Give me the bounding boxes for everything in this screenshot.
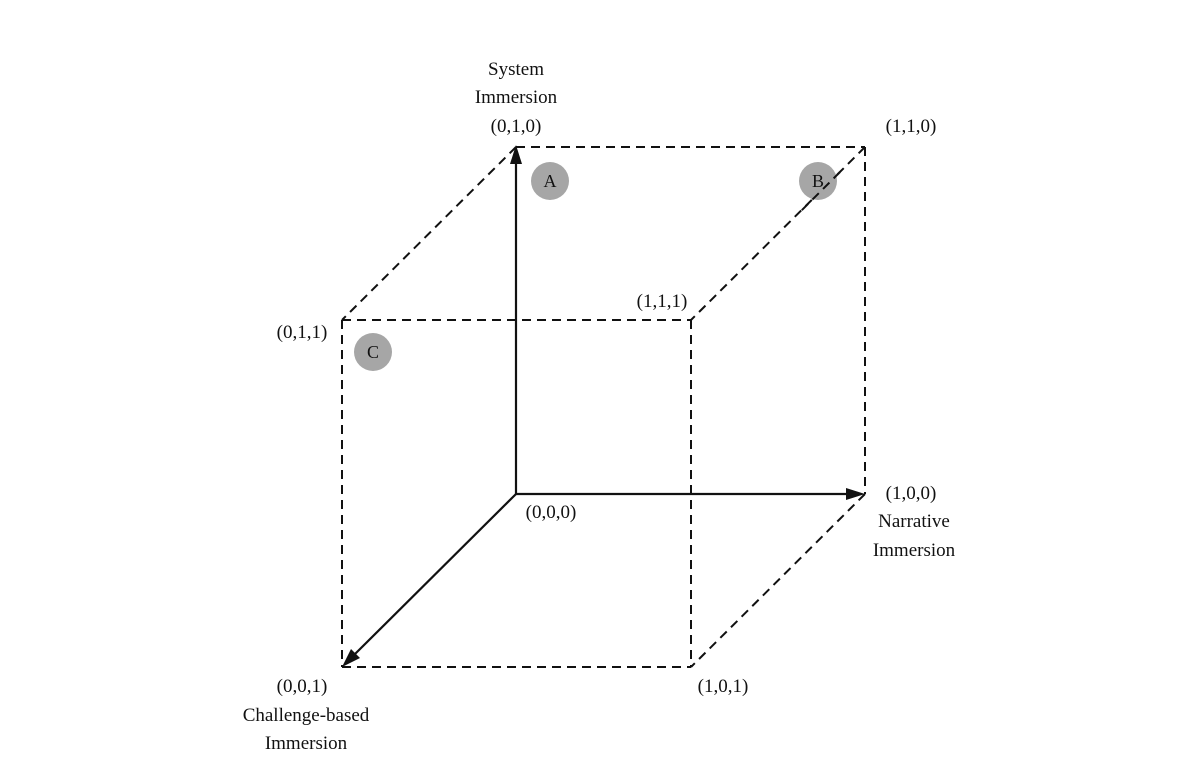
vertex-label-100: (1,0,0): [886, 483, 937, 504]
system-axis-title-line2: Immersion: [475, 87, 558, 108]
marker-c: C: [354, 333, 392, 371]
marker-a-circle: [531, 162, 569, 200]
vertex-label-110: (1,1,0): [886, 116, 937, 137]
vertex-label-000: (0,0,0): [526, 502, 577, 523]
marker-b: B: [799, 162, 837, 200]
marker-c-label: C: [367, 342, 379, 362]
challenge-axis-arrowhead: [342, 649, 360, 667]
narrative-axis-arrowhead: [846, 488, 865, 500]
challenge-axis: [354, 493, 517, 655]
edge-010-011: [341, 146, 517, 321]
marker-b-circle: [799, 162, 837, 200]
vertex-label-010: (0,1,0): [491, 116, 542, 137]
vertex-label-111: (1,1,1): [637, 291, 688, 312]
axes: [342, 145, 865, 667]
marker-b-label: B: [812, 171, 824, 191]
marker-a-label: A: [544, 171, 557, 191]
system-axis-title-line1: System: [488, 59, 544, 80]
cube-edges: [341, 146, 866, 668]
narrative-axis-title-line2: Immersion: [873, 540, 956, 561]
vertex-label-101: (1,0,1): [698, 676, 749, 697]
system-axis-arrowhead: [510, 145, 522, 164]
marker-a: A: [531, 162, 569, 200]
vertex-label-001: (0,0,1): [277, 676, 328, 697]
edge-110-111-overlay: [799, 171, 841, 213]
marker-c-circle: [354, 333, 392, 371]
edge-110-111: [690, 146, 866, 321]
narrative-axis-title-line1: Narrative: [878, 511, 950, 532]
challenge-axis-title-line2: Immersion: [265, 733, 348, 754]
edge-100-101: [690, 493, 866, 668]
challenge-axis-title-line1: Challenge-based: [243, 705, 370, 726]
vertex-label-011: (0,1,1): [277, 322, 328, 343]
